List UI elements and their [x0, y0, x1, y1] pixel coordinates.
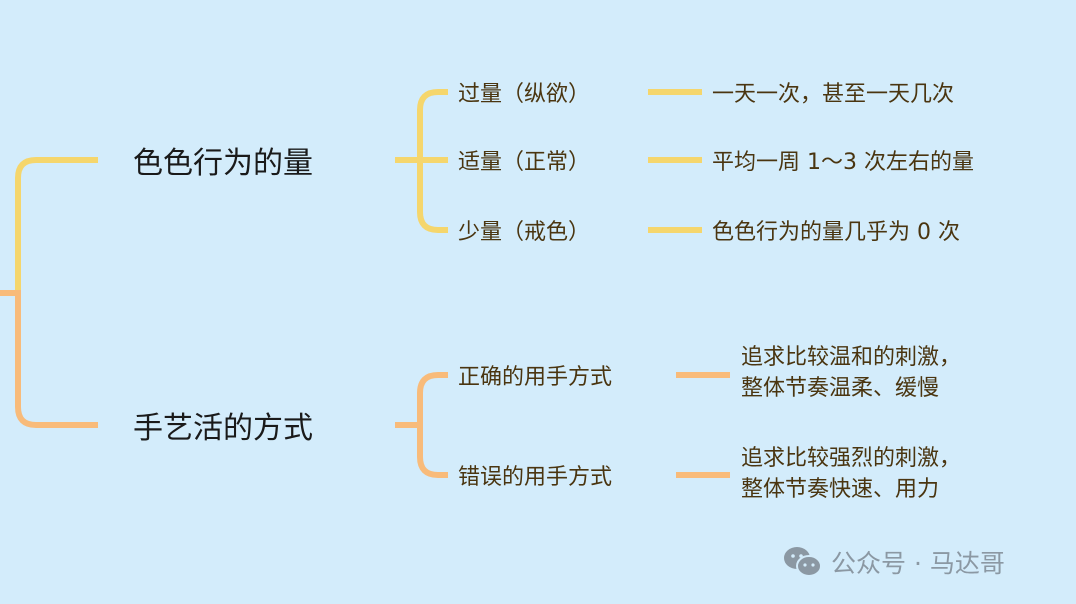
sub-node: 正确的用手方式 [458, 365, 613, 390]
branch1-bracket [395, 89, 448, 233]
sub-node: 过量（纵欲） [458, 82, 591, 107]
branch-title: 手艺活的方式 [133, 411, 313, 446]
root-connector-bottom [0, 290, 98, 428]
sub-node: 适量（正常） [458, 150, 591, 175]
watermark: 公众号 · 马达哥 [783, 544, 1005, 580]
branch-title: 色色行为的量 [133, 146, 313, 181]
leaf-detail-line: 整体节奏快速、用力 [741, 477, 940, 502]
branch2-leaf-lines [676, 372, 730, 478]
leaf-detail: 色色行为的量几乎为 0 次 [712, 220, 960, 245]
root-connector-top [0, 157, 98, 296]
branch2-bracket [395, 372, 448, 478]
leaf-detail: 追求比较温和的刺激， 整体节奏温柔、缓慢 [741, 342, 961, 404]
leaf-detail-line: 整体节奏温柔、缓慢 [741, 376, 940, 401]
sub-node: 少量（戒色） [458, 220, 591, 245]
branch1-leaf-lines [648, 89, 702, 233]
leaf-detail-line: 追求比较温和的刺激， [741, 345, 962, 370]
watermark-text: 公众号 · 马达哥 [831, 549, 1005, 578]
wechat-icon [784, 547, 822, 577]
sub-node: 错误的用手方式 [458, 465, 613, 490]
leaf-detail-line: 追求比较强烈的刺激， [741, 446, 962, 471]
leaf-detail: 平均一周 1～3 次左右的量 [712, 150, 974, 175]
leaf-detail: 一天一次，甚至一天几次 [712, 82, 955, 107]
leaf-detail: 追求比较强烈的刺激， 整体节奏快速、用力 [741, 443, 961, 505]
